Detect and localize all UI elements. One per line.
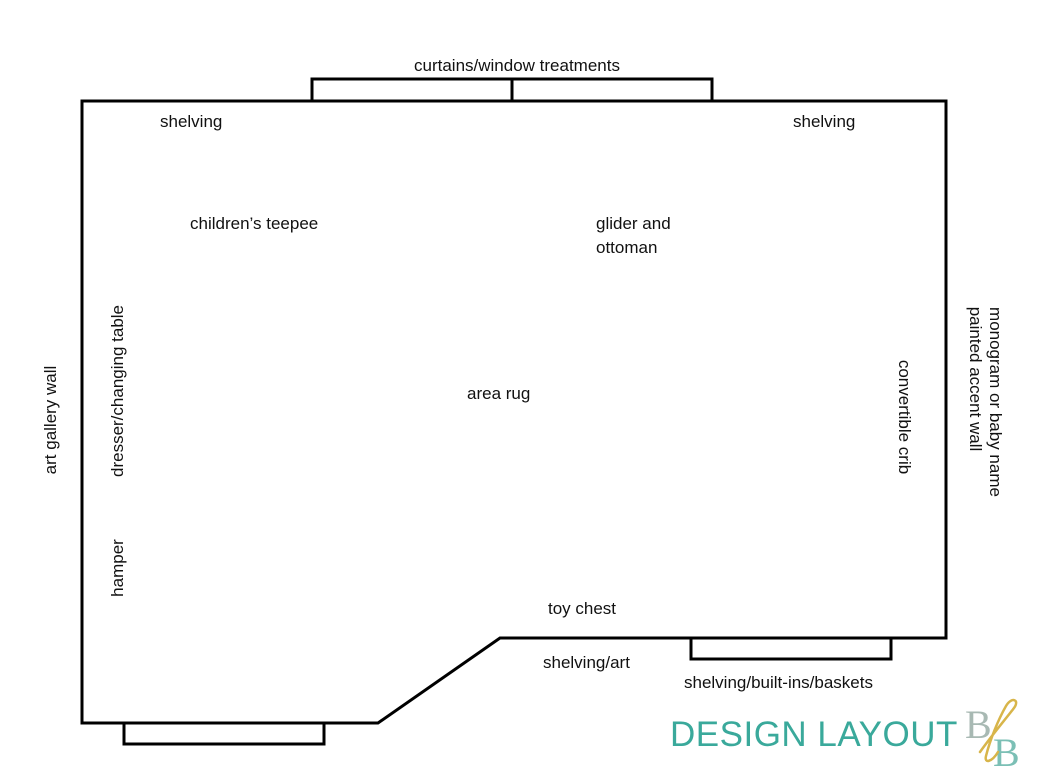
- label-shelving-left: shelving: [160, 112, 222, 131]
- label-hamper: hamper: [108, 539, 127, 597]
- label-dresser: dresser/changing table: [108, 305, 127, 477]
- room-outline: [80, 99, 948, 725]
- design-layout-title: DESIGN LAYOUT: [670, 715, 958, 754]
- label-area-rug: area rug: [467, 384, 530, 403]
- label-accent-wall-line2: painted accent wall: [966, 307, 985, 452]
- label-shelving-right: shelving: [793, 112, 855, 131]
- label-accent-wall-line1: monogram or baby name: [986, 307, 1005, 497]
- label-shelving-art: shelving/art: [543, 653, 630, 672]
- logo-letter-b-top: B: [965, 702, 992, 747]
- brand-logo: B B: [965, 698, 1020, 775]
- label-curtains: curtains/window treatments: [414, 56, 620, 75]
- window-left-panel: [310, 77, 514, 103]
- bottom-left-fixture-box: [122, 721, 326, 746]
- label-teepee: children’s teepee: [190, 214, 318, 233]
- window-right-panel: [510, 77, 714, 103]
- label-art-gallery-wall: art gallery wall: [41, 366, 60, 475]
- label-glider-line2: ottoman: [596, 238, 657, 257]
- label-shelving-builtins: shelving/built-ins/baskets: [684, 673, 873, 692]
- builtin-shelving-box: [689, 636, 893, 661]
- label-convertible-crib: convertible crib: [895, 360, 914, 474]
- label-toy-chest: toy chest: [548, 599, 616, 618]
- logo-flourish-icon: [978, 698, 1018, 763]
- label-glider-line1: glider and: [596, 214, 671, 233]
